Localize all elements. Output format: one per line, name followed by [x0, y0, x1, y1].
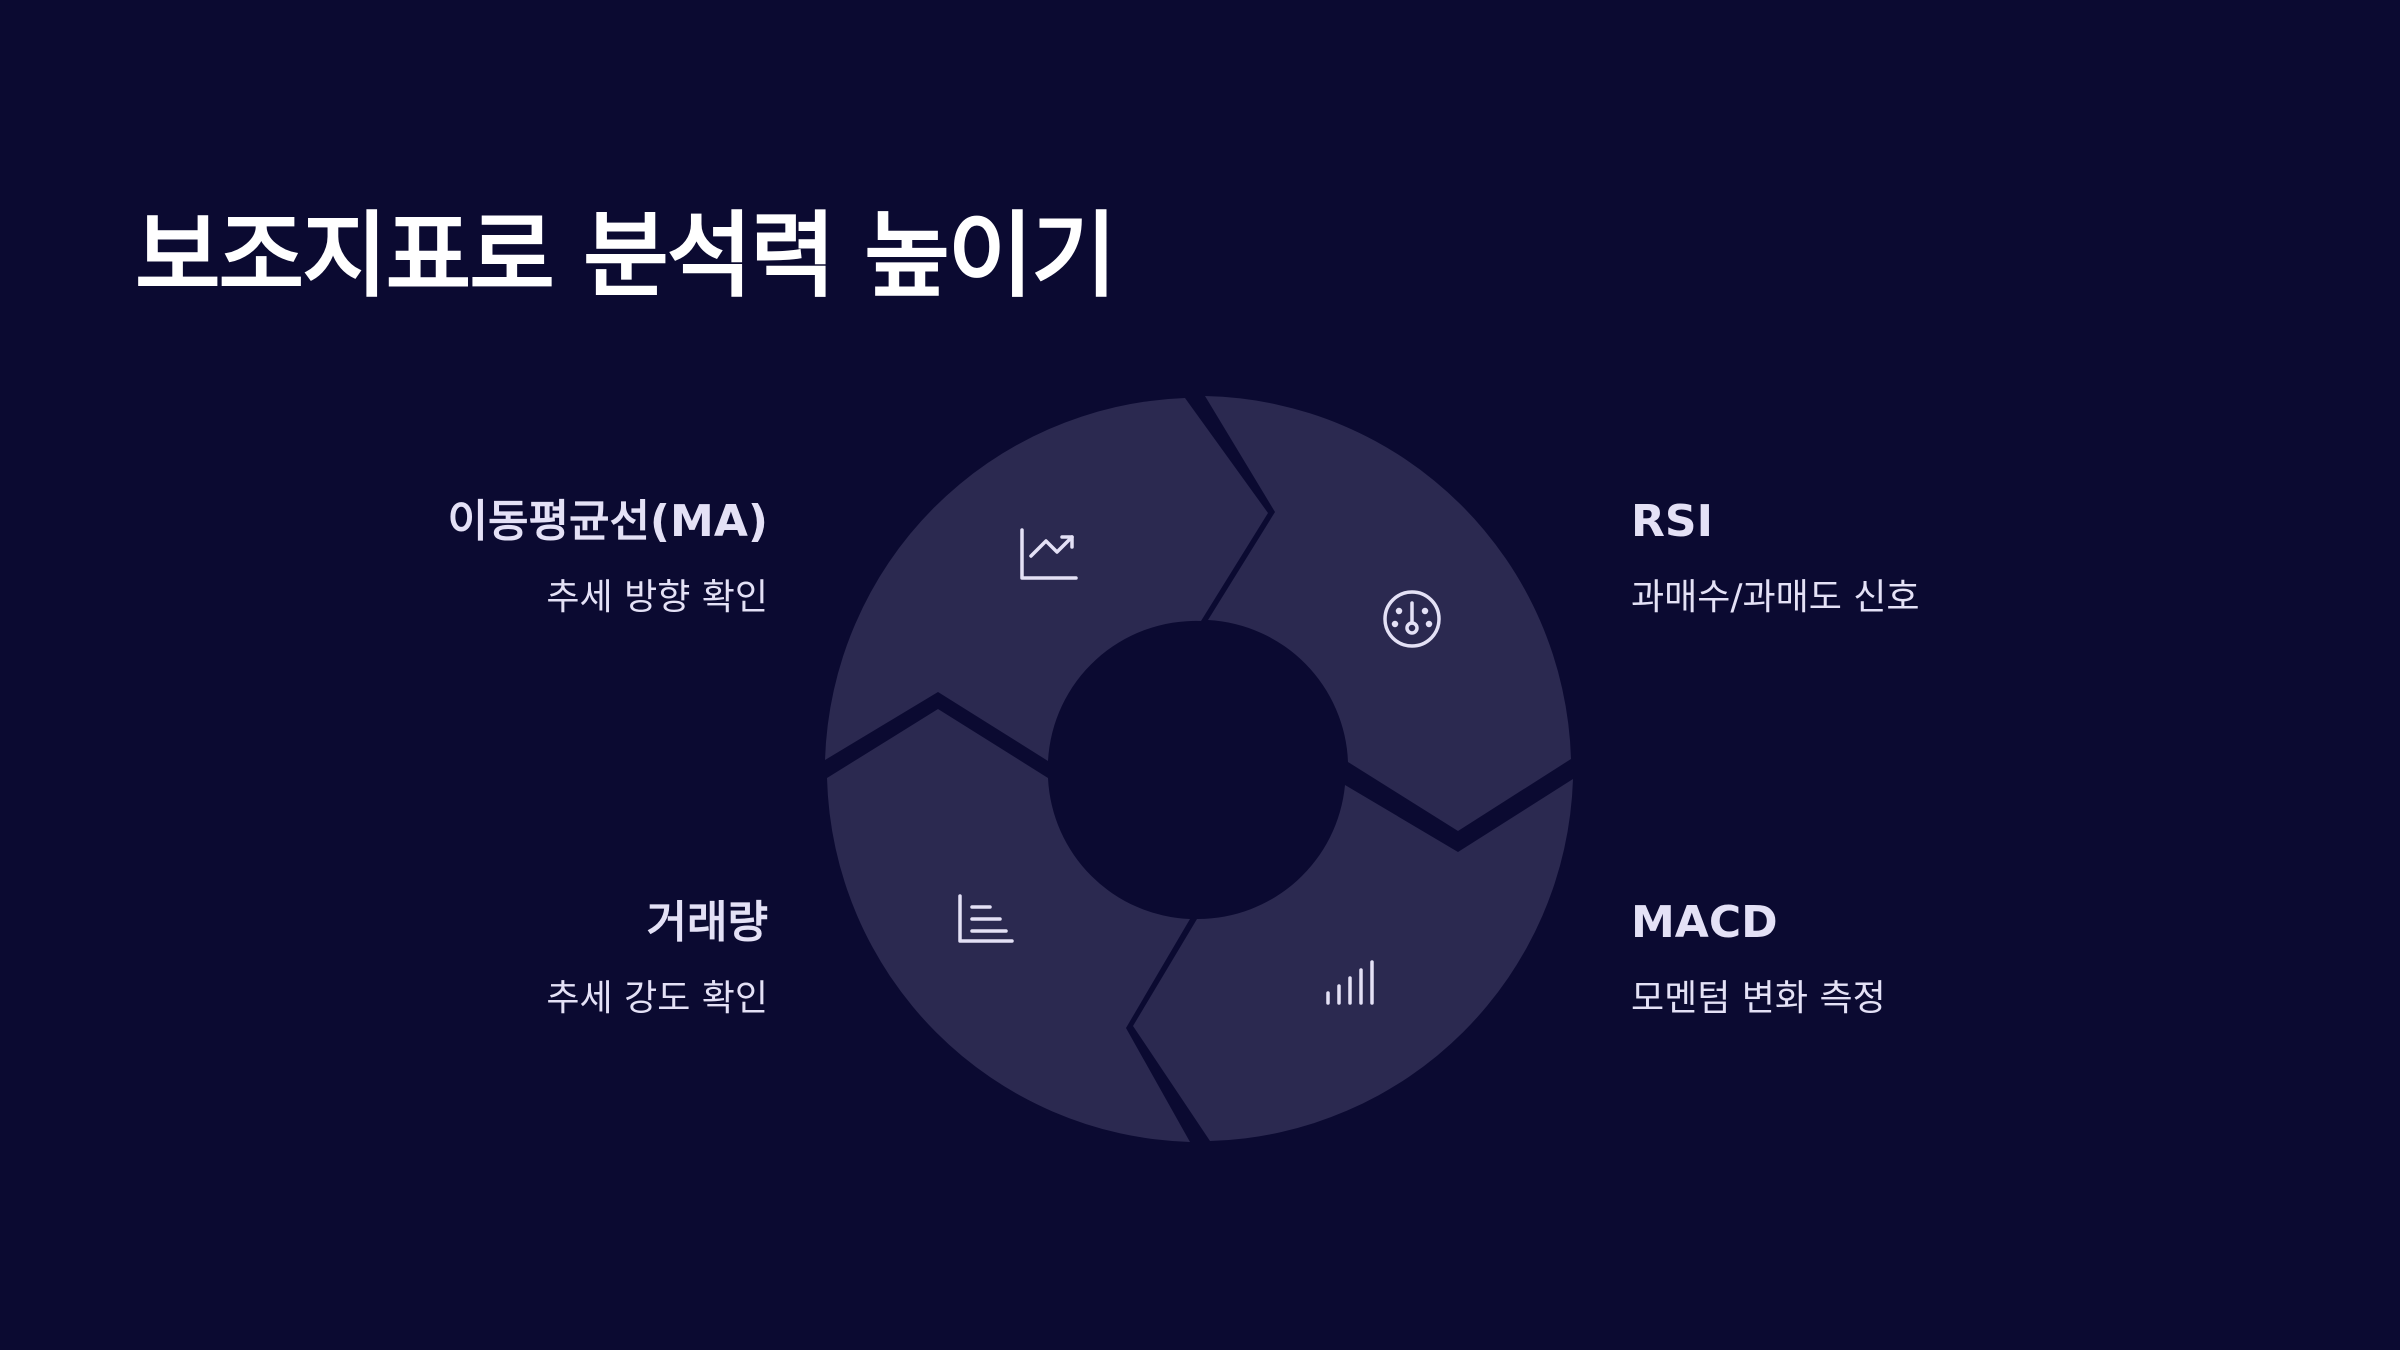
bar-list-icon	[958, 894, 1014, 943]
segment-volume	[827, 709, 1190, 1142]
item-volume-title: 거래량	[646, 897, 768, 948]
item-macd-title: MACD	[1631, 897, 1778, 948]
item-ma-title: 이동평균선(MA)	[447, 496, 768, 547]
item-volume-desc: 추세 강도 확인	[546, 978, 768, 1019]
gauge-icon	[1383, 590, 1441, 648]
signal-bars-icon	[1326, 960, 1374, 1005]
item-ma-desc: 추세 방향 확인	[546, 577, 768, 618]
page-title: 보조지표로 분석력 높이기	[135, 202, 1117, 310]
item-ma: 이동평균선(MA) 추세 방향 확인	[148, 494, 768, 622]
segment-rsi	[1205, 396, 1571, 831]
chart-trend-up-icon	[1020, 528, 1078, 580]
item-volume: 거래량 추세 강도 확인	[148, 895, 768, 1023]
item-macd: MACD 모멘텀 변화 측정	[1631, 895, 2251, 1023]
segment-macd	[1133, 779, 1573, 1141]
item-rsi: RSI 과매수/과매도 신호	[1631, 494, 2251, 622]
item-macd-desc: 모멘텀 변화 측정	[1631, 978, 1886, 1019]
item-rsi-desc: 과매수/과매도 신호	[1631, 577, 1920, 618]
item-rsi-title: RSI	[1631, 496, 1713, 547]
